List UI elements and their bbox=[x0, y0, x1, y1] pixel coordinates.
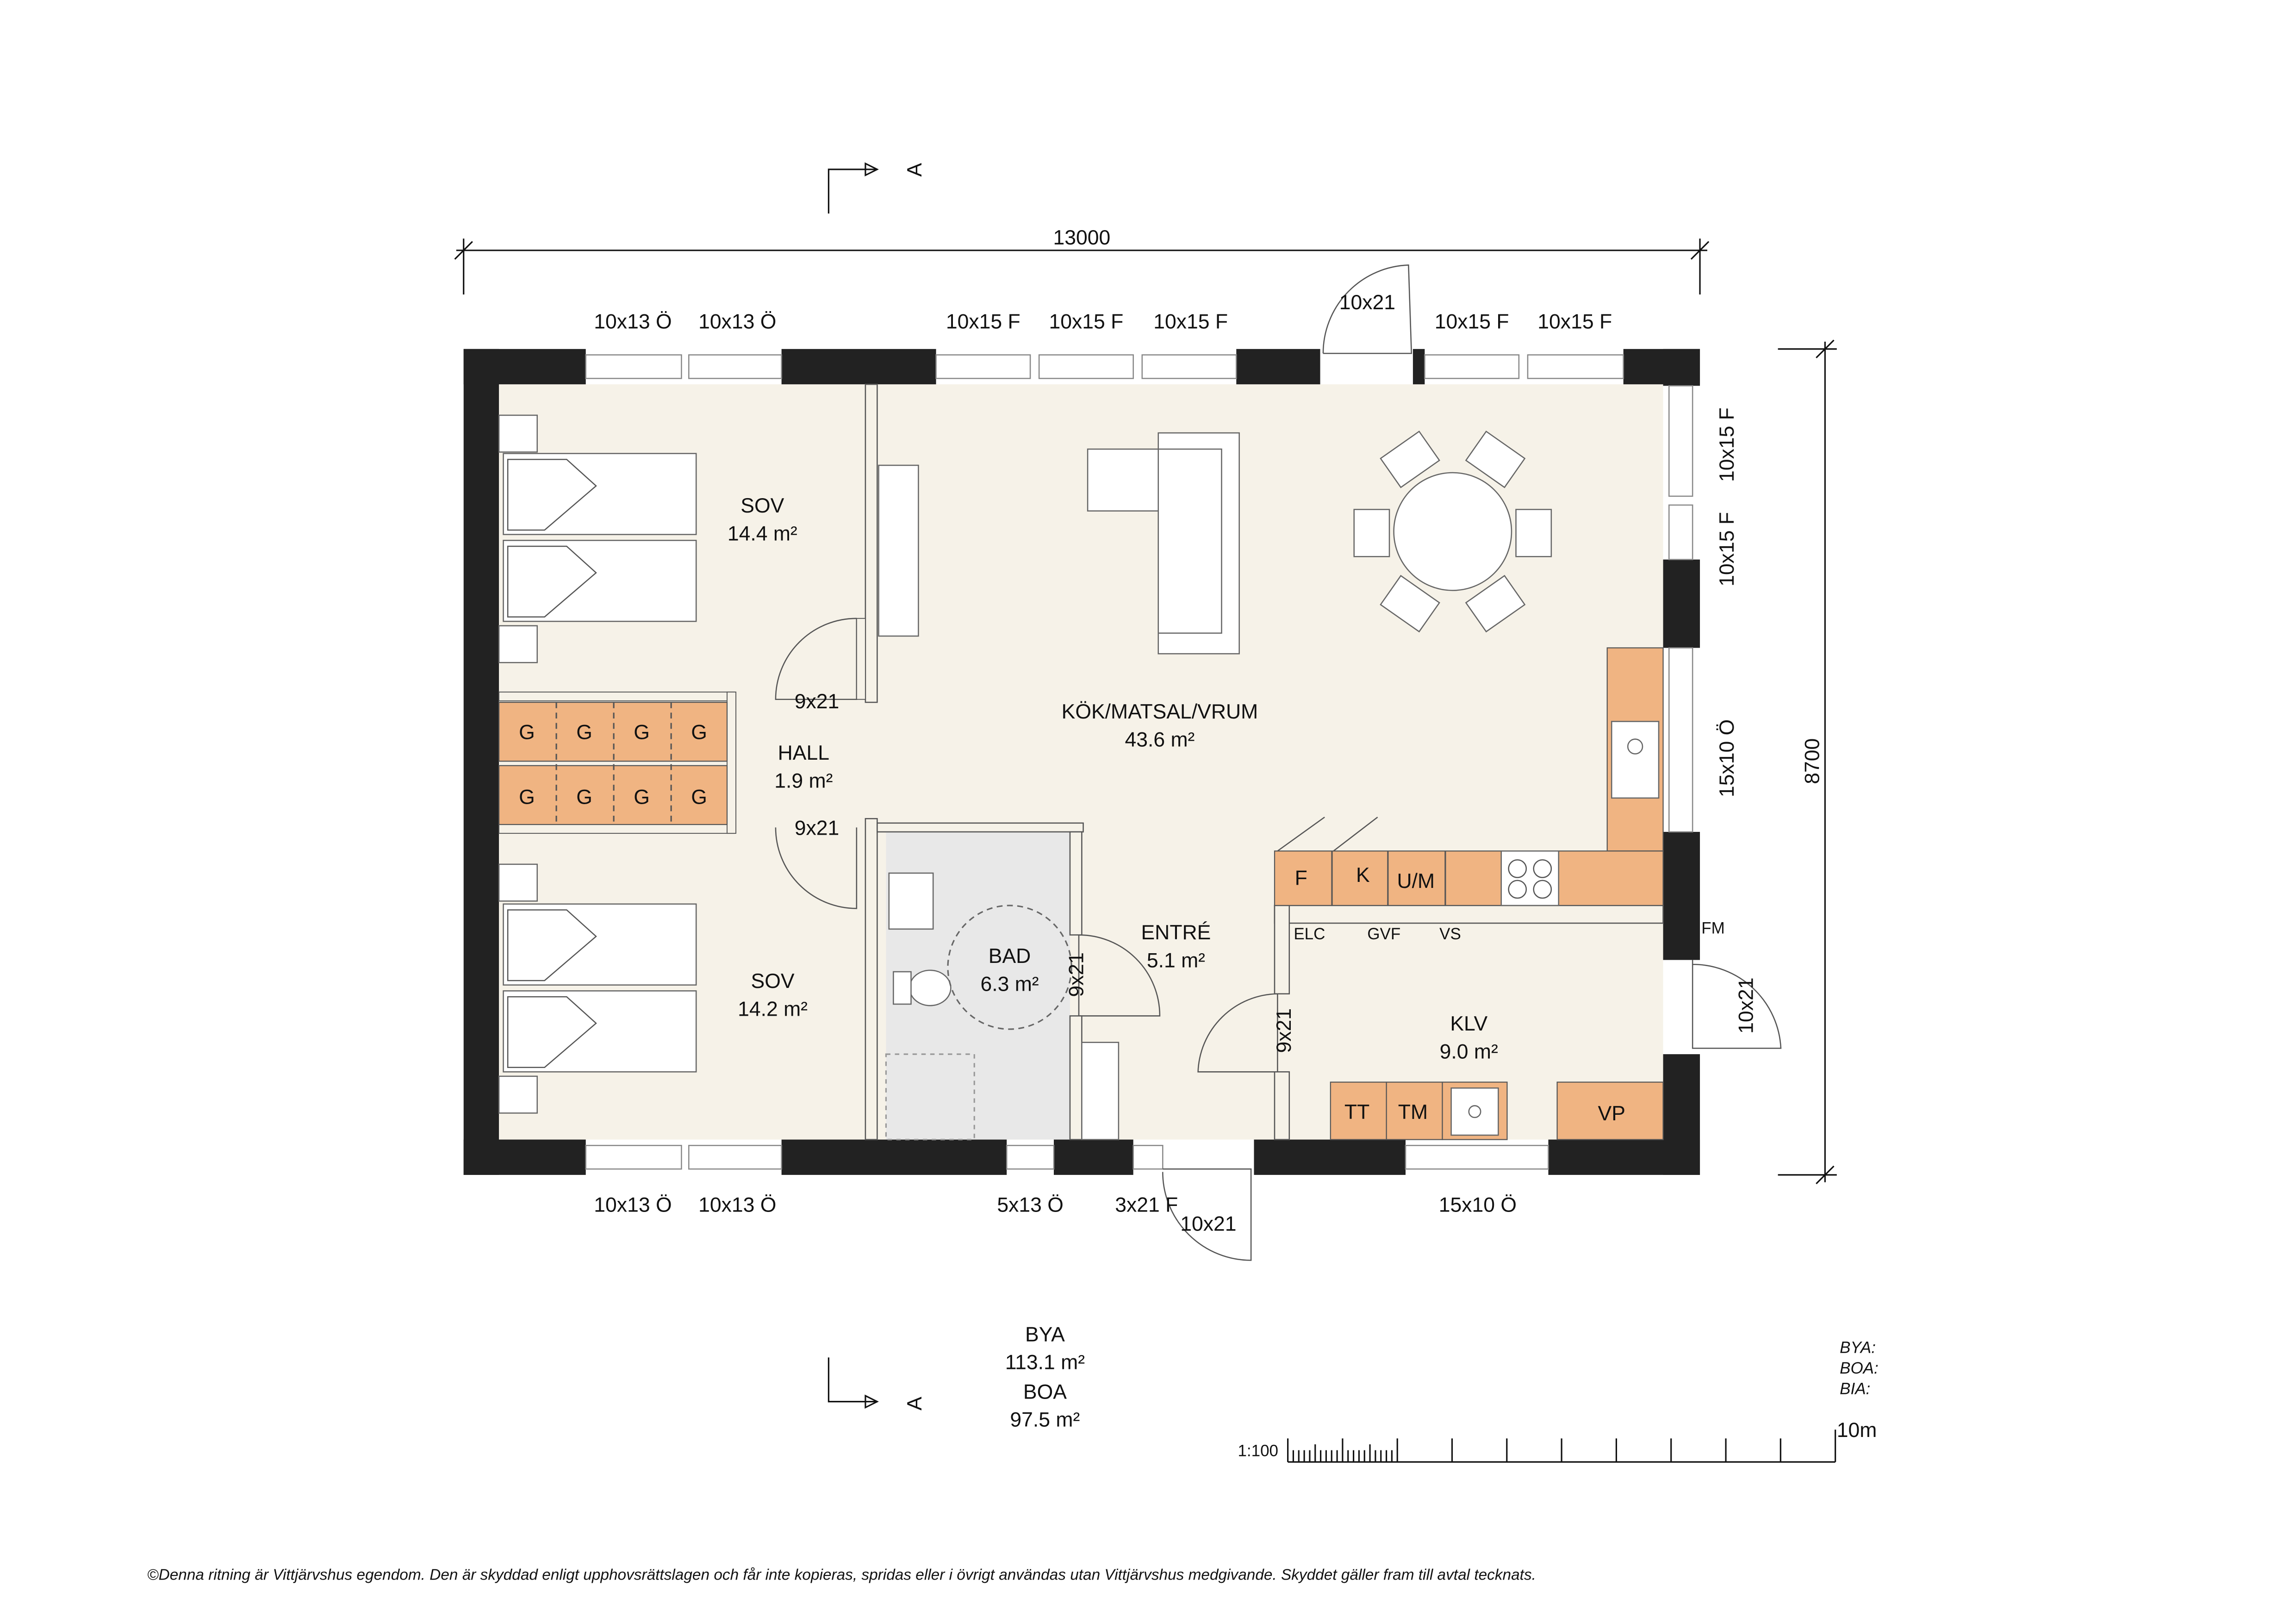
svg-text:9x21: 9x21 bbox=[1065, 952, 1088, 997]
svg-text:10x21: 10x21 bbox=[1339, 291, 1395, 314]
svg-text:BOA: BOA bbox=[1023, 1380, 1067, 1403]
room-area: 9.0 m² bbox=[1440, 1041, 1498, 1063]
svg-text:BYA:: BYA: bbox=[1840, 1339, 1876, 1357]
room-area: 14.4 m² bbox=[728, 522, 797, 545]
svg-text:10x21: 10x21 bbox=[1180, 1213, 1236, 1236]
area-legend: BYA: BOA: BIA: bbox=[1840, 1339, 1879, 1398]
bathroom-fixtures bbox=[885, 872, 1120, 1141]
svg-text:G: G bbox=[519, 786, 535, 809]
svg-text:15x10 Ö: 15x10 Ö bbox=[1716, 719, 1738, 797]
exterior-walls bbox=[463, 349, 1700, 1175]
svg-text:9x21: 9x21 bbox=[1273, 1008, 1295, 1053]
svg-text:BIA:: BIA: bbox=[1840, 1380, 1870, 1398]
svg-text:TT: TT bbox=[1344, 1101, 1369, 1124]
room-name: BAD bbox=[989, 945, 1031, 968]
area-summary: BYA 113.1 m² BOA 97.5 m² bbox=[1005, 1323, 1085, 1431]
width-dimension: 13000 bbox=[454, 226, 1710, 295]
room-area: 1.9 m² bbox=[774, 770, 833, 793]
svg-text:5x13 Ö: 5x13 Ö bbox=[997, 1193, 1064, 1216]
living-furniture bbox=[878, 431, 1552, 655]
svg-text:F: F bbox=[1295, 867, 1307, 889]
room-area: 14.2 m² bbox=[738, 998, 808, 1020]
room-name: KÖK/MATSAL/VRUM bbox=[1062, 700, 1258, 723]
svg-text:BOA:: BOA: bbox=[1840, 1359, 1879, 1377]
room-labels: SOV 14.4 m² SOV 14.2 m² HALL 1.9 m² KÖK/MAT… bbox=[728, 494, 1498, 1063]
svg-text:9x21: 9x21 bbox=[795, 690, 840, 713]
svg-text:10x13 Ö: 10x13 Ö bbox=[594, 310, 672, 333]
svg-text:G: G bbox=[576, 786, 592, 809]
svg-text:G: G bbox=[634, 721, 650, 744]
wardrobes: G G G G G G G G bbox=[498, 701, 728, 825]
svg-text:G: G bbox=[691, 786, 707, 809]
kitchen-counter: F K U/M ELC GVF VS FM bbox=[1274, 647, 1725, 943]
room-name: ENTRÉ bbox=[1141, 921, 1211, 944]
svg-text:10x15 F: 10x15 F bbox=[1153, 310, 1228, 333]
svg-text:VP: VP bbox=[1598, 1102, 1625, 1125]
room-name: SOV bbox=[740, 494, 784, 517]
room-name: HALL bbox=[778, 742, 829, 764]
svg-text:10m: 10m bbox=[1837, 1419, 1877, 1442]
svg-text:10x13 Ö: 10x13 Ö bbox=[594, 1193, 672, 1216]
windows bbox=[585, 354, 1693, 1170]
svg-text:A: A bbox=[903, 163, 926, 177]
dining-table bbox=[1393, 472, 1512, 591]
svg-text:G: G bbox=[519, 721, 535, 744]
svg-text:97.5 m²: 97.5 m² bbox=[1010, 1409, 1080, 1431]
svg-text:10x13 Ö: 10x13 Ö bbox=[698, 310, 776, 333]
svg-text:10x15 F: 10x15 F bbox=[946, 310, 1020, 333]
width-label: 13000 bbox=[1053, 226, 1110, 249]
room-name: KLV bbox=[1450, 1012, 1487, 1035]
svg-text:10x15 F: 10x15 F bbox=[1435, 310, 1509, 333]
svg-text:FM: FM bbox=[1701, 919, 1725, 937]
room-area: 6.3 m² bbox=[980, 973, 1039, 995]
svg-text:K: K bbox=[1356, 864, 1370, 887]
svg-text:GVF: GVF bbox=[1367, 925, 1400, 943]
svg-text:G: G bbox=[634, 786, 650, 809]
svg-text:U/M: U/M bbox=[1397, 870, 1435, 893]
stove bbox=[1500, 850, 1560, 906]
svg-text:G: G bbox=[691, 721, 707, 744]
svg-text:ELC: ELC bbox=[1294, 925, 1325, 943]
laundry-counter: TT TM VP bbox=[1330, 1081, 1664, 1140]
svg-text:VS: VS bbox=[1439, 925, 1461, 943]
svg-text:BYA: BYA bbox=[1025, 1323, 1065, 1346]
svg-text:TM: TM bbox=[1398, 1101, 1428, 1124]
svg-text:1:100: 1:100 bbox=[1238, 1442, 1278, 1460]
room-area: 5.1 m² bbox=[1147, 949, 1205, 972]
height-dimension: 8700 bbox=[1778, 339, 1837, 1185]
room-name: SOV bbox=[751, 970, 795, 993]
section-marker-top: A bbox=[828, 162, 926, 214]
svg-text:10x15 F: 10x15 F bbox=[1537, 310, 1612, 333]
height-label: 8700 bbox=[1801, 738, 1824, 784]
copyright-notice: ©Denna ritning är Vittjärvshus egendom. … bbox=[147, 1566, 1536, 1583]
scale-bar: 1:100 10m bbox=[1238, 1419, 1877, 1463]
interior-walls bbox=[498, 383, 1664, 1140]
svg-text:10x15 F: 10x15 F bbox=[1716, 407, 1738, 482]
section-marker-bottom: A bbox=[828, 1357, 926, 1411]
svg-text:3x21 F: 3x21 F bbox=[1115, 1193, 1178, 1216]
svg-text:15x10 Ö: 15x10 Ö bbox=[1439, 1193, 1517, 1216]
svg-text:10x15 F: 10x15 F bbox=[1716, 512, 1738, 587]
room-area: 43.6 m² bbox=[1125, 728, 1195, 751]
svg-text:A: A bbox=[903, 1397, 926, 1411]
svg-text:113.1 m²: 113.1 m² bbox=[1005, 1351, 1085, 1374]
beds bbox=[498, 414, 697, 1114]
doors bbox=[775, 264, 1782, 1261]
svg-text:10x13 Ö: 10x13 Ö bbox=[698, 1193, 776, 1216]
svg-text:10x15 F: 10x15 F bbox=[1049, 310, 1124, 333]
svg-text:10x21: 10x21 bbox=[1735, 978, 1758, 1034]
svg-text:9x21: 9x21 bbox=[795, 817, 840, 839]
opening-labels: 10x13 Ö 10x13 Ö 10x15 F 10x15 F 10x15 F 10x… bbox=[594, 291, 1757, 1236]
svg-text:G: G bbox=[576, 721, 592, 744]
